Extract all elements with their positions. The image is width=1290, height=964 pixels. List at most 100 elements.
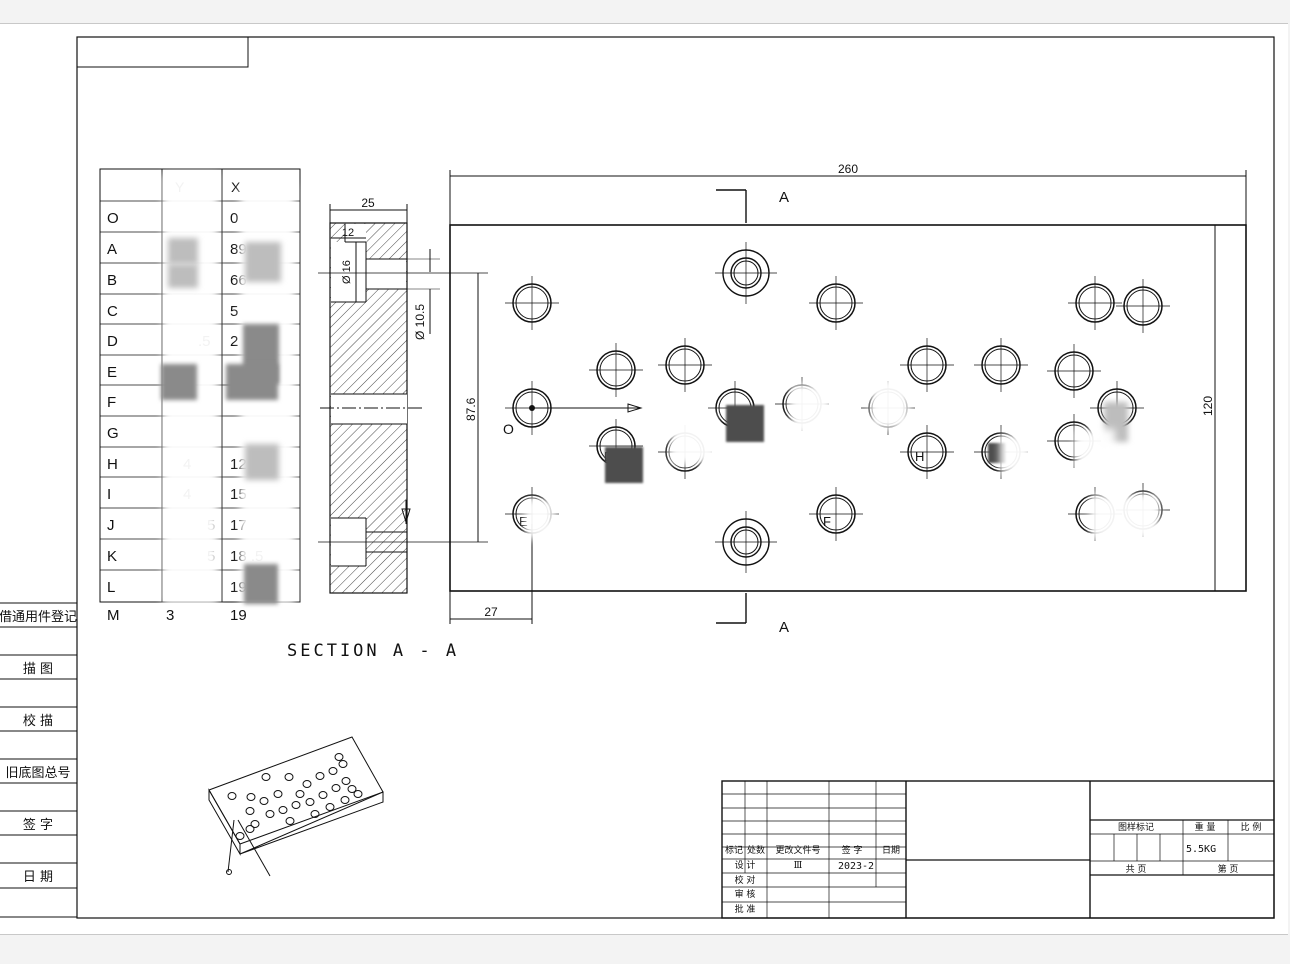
role-label: 校 对 bbox=[735, 874, 756, 886]
iso-hole bbox=[246, 793, 256, 801]
redacted-region bbox=[1075, 429, 1115, 469]
row-x: 19 bbox=[230, 607, 247, 624]
through-hole bbox=[589, 343, 643, 397]
row-label: E bbox=[107, 364, 117, 381]
through-hole bbox=[974, 338, 1028, 392]
weight-value: 5.5KG bbox=[1186, 844, 1216, 855]
iso-hole bbox=[245, 825, 255, 833]
design-date: 2023-2 bbox=[838, 861, 874, 872]
iso-hole bbox=[341, 777, 351, 785]
point-label: F bbox=[823, 514, 831, 529]
counterbore-hole bbox=[715, 242, 777, 304]
through-hole bbox=[658, 338, 712, 392]
plate-outline bbox=[449, 224, 1247, 592]
dim-width: 25 bbox=[361, 196, 375, 210]
corner-box bbox=[76, 36, 249, 68]
through-hole bbox=[505, 381, 559, 435]
rev-header: 日期 bbox=[882, 845, 900, 856]
sidebar-label-sign: 签 字 bbox=[23, 817, 53, 833]
total-sheets: 共 页 bbox=[1126, 864, 1147, 875]
dim-hole-spacing: 87.6 bbox=[464, 397, 478, 421]
redacted-region bbox=[870, 379, 910, 429]
row-label: I bbox=[107, 486, 111, 503]
sidebar-label-date: 日 期 bbox=[23, 870, 53, 885]
row-label: J bbox=[107, 517, 115, 534]
iso-hole bbox=[261, 773, 271, 781]
table-header-x: X bbox=[231, 179, 241, 195]
redaction-block bbox=[168, 264, 198, 288]
redacted-region bbox=[790, 384, 830, 434]
left-sidebar: 借通用件登记 描 图 校 描 旧底图总号 签 字 日 期 bbox=[0, 602, 77, 918]
section-mark-bottom: A bbox=[779, 619, 789, 636]
row-y: 3 bbox=[166, 607, 174, 624]
scale-label: 比 例 bbox=[1241, 821, 1262, 833]
row-x: 2 bbox=[230, 333, 238, 350]
iso-hole bbox=[291, 801, 301, 809]
iso-hole bbox=[347, 785, 357, 793]
iso-hole bbox=[284, 773, 294, 781]
iso-hole bbox=[285, 817, 295, 825]
section-view: 25 12 Ø 16 Ø 10.5 SECTION A - A bbox=[287, 196, 488, 661]
row-label: C bbox=[107, 303, 118, 320]
redacted-region bbox=[1090, 494, 1160, 539]
sidebar-label-trace: 描 图 bbox=[23, 662, 53, 677]
sidebar-label-borrow: 借通用件登记 bbox=[0, 610, 77, 625]
rev-header: 处数 bbox=[747, 844, 765, 856]
role-label: 批 准 bbox=[735, 903, 756, 915]
redacted-region bbox=[525, 499, 555, 539]
iso-hole bbox=[328, 767, 338, 775]
role-label: 设 计 bbox=[735, 859, 756, 871]
through-hole bbox=[809, 276, 863, 330]
row-label: G bbox=[107, 425, 119, 442]
dim-length: 260 bbox=[838, 162, 858, 176]
iso-hole bbox=[245, 807, 255, 815]
row-label: O bbox=[107, 210, 119, 227]
redacted-region bbox=[1000, 434, 1030, 474]
iso-hole bbox=[325, 803, 335, 811]
row-label: L bbox=[107, 579, 115, 596]
iso-hole bbox=[340, 796, 350, 804]
drawing-border bbox=[76, 36, 1275, 919]
iso-hole bbox=[338, 760, 348, 768]
dim-counterbore-dia: Ø 16 bbox=[341, 260, 353, 284]
through-hole bbox=[505, 276, 559, 330]
drawing-sheet: 借通用件登记 描 图 校 描 旧底图总号 签 字 日 期 Y X O bbox=[0, 23, 1288, 935]
redaction-block bbox=[726, 405, 764, 442]
dim-edge-offset: 27 bbox=[484, 605, 498, 619]
row-x: 5 bbox=[230, 303, 238, 320]
iso-hole bbox=[278, 806, 288, 814]
iso-hole bbox=[315, 772, 325, 780]
through-hole bbox=[809, 487, 863, 541]
sidebar-label-check-trace: 校 描 bbox=[23, 713, 53, 729]
row-label: H bbox=[107, 456, 118, 473]
redaction-block bbox=[226, 364, 278, 400]
row-label: K bbox=[107, 548, 117, 565]
point-label: E bbox=[519, 514, 528, 529]
rev-header: 签 字 bbox=[842, 844, 863, 856]
row-label: M bbox=[107, 607, 120, 624]
redaction-block bbox=[245, 242, 281, 282]
isometric-view bbox=[208, 736, 384, 877]
section-title: SECTION A - A bbox=[287, 641, 459, 661]
title-block: 标记 处数 更改文件号 签 字 日期 设 计 Ⅲ 2023-2 校 对 审 核 … bbox=[721, 780, 1275, 919]
sheet-number: 第 页 bbox=[1218, 863, 1239, 875]
origin-label: O bbox=[503, 421, 514, 437]
redaction-block bbox=[168, 238, 198, 264]
iso-hole bbox=[353, 790, 363, 798]
section-mark-top: A bbox=[779, 189, 789, 206]
row-x: 0 bbox=[230, 210, 238, 227]
through-hole bbox=[900, 338, 954, 392]
designer-name: Ⅲ bbox=[794, 861, 803, 871]
counterbore-hole bbox=[715, 511, 777, 573]
stage-label: 图样标记 bbox=[1118, 821, 1154, 833]
iso-hole bbox=[318, 791, 328, 799]
iso-hole bbox=[295, 790, 305, 798]
iso-hole bbox=[331, 784, 341, 792]
iso-hole bbox=[235, 832, 245, 840]
redaction-block bbox=[245, 444, 279, 480]
plan-view: 260 120 87.6 27 A A O D E F H I L bbox=[449, 162, 1247, 636]
row-label: F bbox=[107, 394, 116, 411]
iso-hole bbox=[273, 790, 283, 798]
rev-header: 标记 bbox=[725, 844, 743, 856]
redaction-block bbox=[244, 564, 278, 604]
